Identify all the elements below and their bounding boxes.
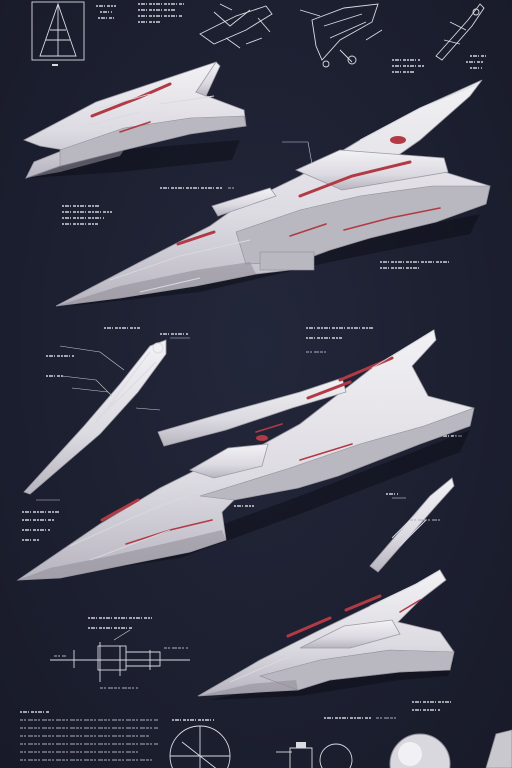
callout-text-mid: [46, 327, 462, 437]
bottom-machine-sketch: [276, 742, 353, 768]
bottom-corner-shape: [485, 729, 512, 768]
pen-sketch: [23, 337, 190, 495]
bottom-sphere: [389, 733, 451, 768]
spaceship-4: [197, 569, 455, 700]
ship-2-callout: [282, 141, 450, 269]
bottom-left-schematic: [50, 617, 190, 689]
bottom-circle-diagram: [169, 725, 231, 768]
rod-sketch: [369, 477, 455, 573]
ship-3-callouts: [22, 499, 254, 541]
top-text-block: [96, 3, 184, 23]
top-ship-sketch-2: [299, 3, 383, 68]
top-schematic-strip: [31, 1, 486, 73]
spaceship-2: [55, 79, 491, 307]
top-right-sketch: [435, 3, 485, 61]
spaceship-1: [23, 61, 247, 179]
triangle-diagram: [31, 1, 85, 66]
bottom-spec-block: [20, 711, 214, 761]
top-ship-sketch-1: [199, 3, 273, 49]
spec-text-left: [62, 205, 112, 225]
spaceship-3: [16, 329, 475, 581]
top-right-text: [392, 55, 486, 73]
ship-4-callout: [324, 701, 452, 719]
